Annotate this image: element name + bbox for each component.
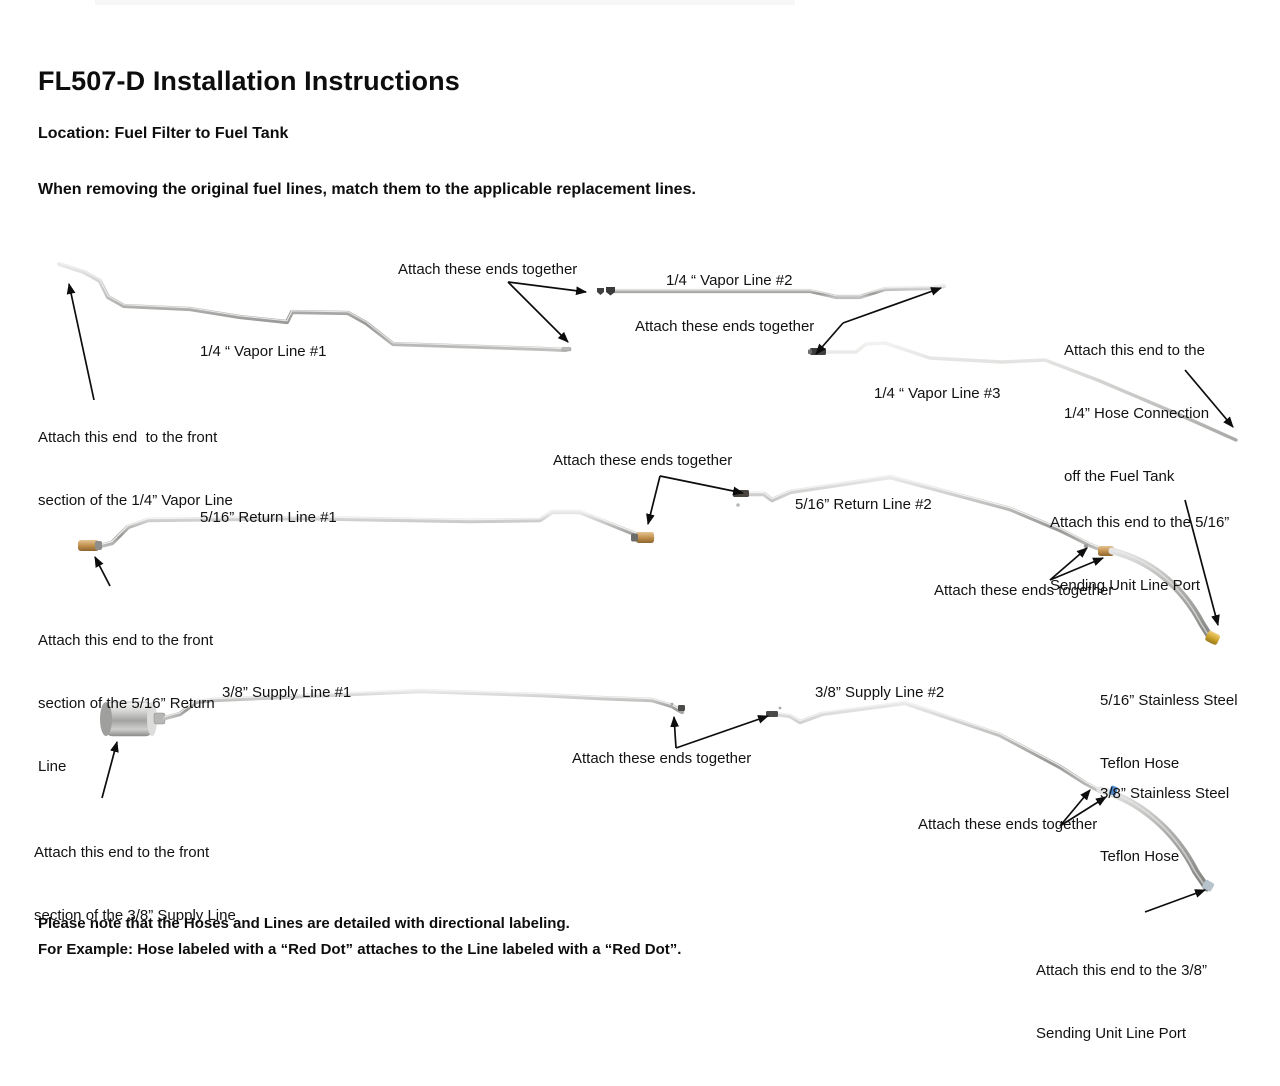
- callout-sending-516-line1: Attach this end to the 5/16”: [1050, 514, 1230, 531]
- page-title: FL507-D Installation Instructions: [38, 66, 460, 96]
- return-line-1-brass-end-right: [631, 532, 654, 543]
- label-hose-38-line2: Teflon Hose: [1100, 848, 1180, 865]
- vapor-line-3-end-fitting: [808, 348, 826, 355]
- matching-instruction: When removing the original fuel lines, m…: [38, 181, 696, 198]
- label-supply-line-1: 3/8” Supply Line #1: [222, 684, 352, 701]
- callout-attach-ends-s2hose: Attach these ends together: [918, 816, 1098, 833]
- arrow-attach-v1v2-a: [507, 281, 588, 296]
- callout-attach-ends-r1r2: Attach these ends together: [553, 452, 733, 469]
- return-line-2-end-fitting-left: [733, 490, 749, 507]
- callout-vapor-front-section: Attach this end to the front section of …: [38, 385, 233, 553]
- label-hose-516-line1: 5/16” Stainless Steel: [1100, 692, 1238, 709]
- arrow-attach-r1r2-a: [659, 475, 745, 496]
- arrow-attach-v2v3-a: [842, 287, 943, 324]
- callout-attach-ends-v1v2: Attach these ends together: [398, 261, 578, 278]
- callout-attach-ends-v2v3: Attach these ends together: [635, 318, 815, 335]
- label-hose-516-line2: Teflon Hose: [1100, 755, 1180, 772]
- instruction-sheet: FL507-D Installation Instructions Locati…: [34, 0, 1238, 1042]
- callout-supply-front-line2: section of the 3/8” Supply Line: [34, 907, 236, 924]
- label-vapor-line-1: 1/4 “ Vapor Line #1: [200, 343, 327, 360]
- callout-vapor-front-line1: Attach this end to the front: [38, 429, 218, 446]
- arrow-attach-r1r2-b: [646, 475, 661, 526]
- callout-sending-38-line1: Attach this end to the 3/8”: [1036, 962, 1207, 979]
- callout-sending-unit-516: Attach this end to the 5/16” Sending Uni…: [1050, 470, 1229, 638]
- callout-attach-ends-s1s2: Attach these ends together: [572, 750, 752, 767]
- label-hose-38-line1: 3/8” Stainless Steel: [1100, 785, 1230, 802]
- callout-sending-38-line2: Sending Unit Line Port: [1036, 1025, 1187, 1042]
- label-supply-line-2: 3/8” Supply Line #2: [815, 684, 945, 701]
- top-edge-artifact: [95, 0, 795, 5]
- arrow-return-front: [94, 556, 111, 587]
- callout-tank-hose-line2: 1/4” Hose Connection: [1064, 405, 1210, 422]
- callout-attach-ends-r2hose: Attach these ends together: [934, 582, 1114, 599]
- label-vapor-line-3: 1/4 “ Vapor Line #3: [874, 385, 1001, 402]
- callout-return-front-line3: Line: [38, 758, 67, 775]
- arrow-vapor-front: [66, 282, 95, 401]
- callout-return-front-line1: Attach this end to the front: [38, 632, 214, 649]
- location-subtitle: Location: Fuel Filter to Fuel Tank: [38, 125, 289, 142]
- callout-return-front-section: Attach this end to the front section of …: [38, 588, 215, 819]
- callout-sending-516-line2: Sending Unit Line Port: [1050, 577, 1201, 594]
- vapor-line-2-end-fittings: [597, 287, 615, 296]
- label-return-line-1: 5/16” Return Line #1: [200, 509, 337, 526]
- supply-line-2-art: [766, 700, 1101, 793]
- label-vapor-line-2: 1/4 “ Vapor Line #2: [666, 272, 793, 289]
- callout-supply-front-line1: Attach this end to the front: [34, 844, 210, 861]
- arrow-attach-s1s2-b: [675, 715, 770, 749]
- label-teflon-hose-516: 5/16” Stainless Steel Teflon Hose: [1100, 648, 1238, 816]
- callout-supply-front-section: Attach this end to the front section of …: [34, 800, 236, 968]
- label-teflon-hose-38: 3/8” Stainless Steel Teflon Hose: [1100, 741, 1229, 909]
- arrow-attach-s1s2-a: [670, 715, 680, 749]
- callout-tank-hose-line1: Attach this end to the: [1064, 342, 1205, 359]
- arrow-attach-v1v2-b: [507, 281, 569, 343]
- label-return-line-2: 5/16” Return Line #2: [795, 496, 932, 513]
- callout-sending-unit-38: Attach this end to the 3/8” Sending Unit…: [1036, 918, 1207, 1086]
- callout-vapor-front-line2: section of the 1/4” Vapor Line: [38, 492, 233, 509]
- footer-note-line2: For Example: Hose labeled with a “Red Do…: [38, 941, 682, 958]
- footer-note-line1: Please note that the Hoses and Lines are…: [38, 915, 570, 932]
- arrow-attach-v2v3-b: [815, 322, 844, 355]
- callout-return-front-line2: section of the 5/16” Return: [38, 695, 215, 712]
- callout-tank-hose-line3: off the Fuel Tank: [1064, 468, 1175, 485]
- callout-tank-hose-connection: Attach this end to the 1/4” Hose Connect…: [1064, 298, 1209, 529]
